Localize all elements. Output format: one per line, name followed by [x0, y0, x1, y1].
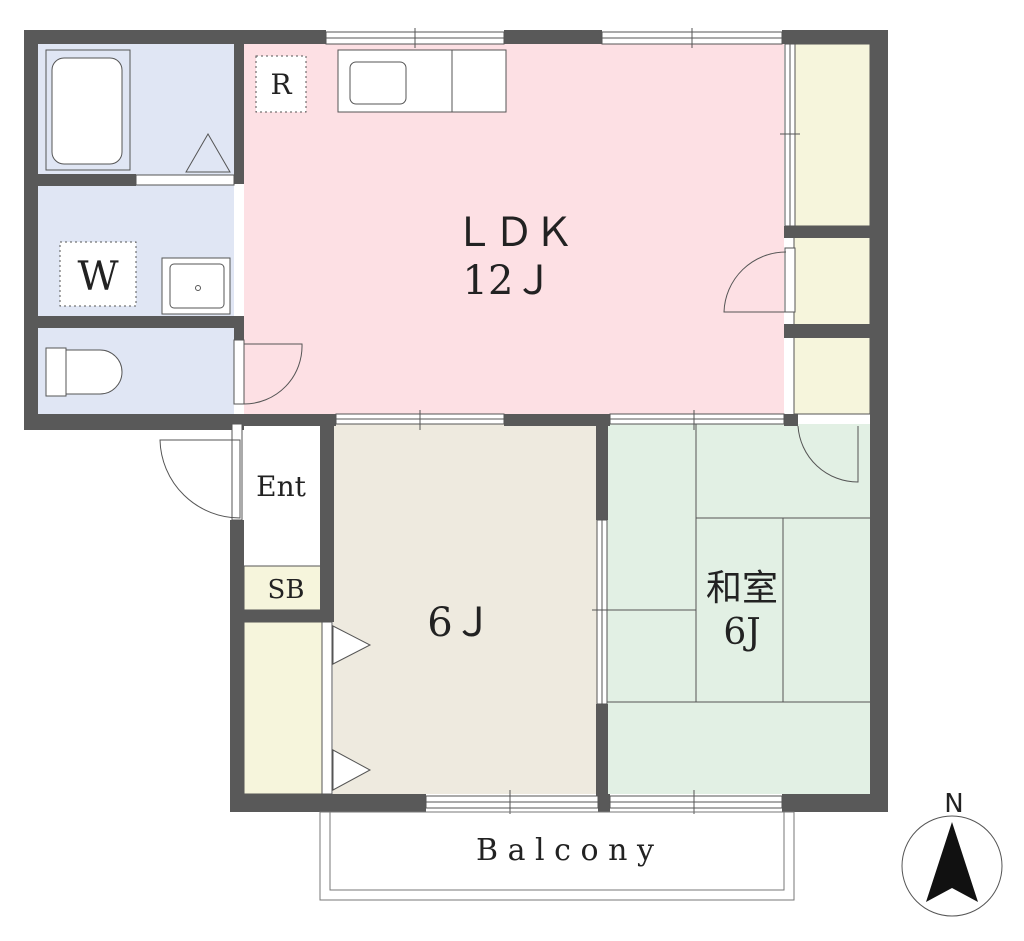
closet-west [243, 621, 323, 795]
windows [325, 28, 783, 814]
tatami-lines [607, 424, 870, 703]
closet-right-upper [793, 43, 871, 227]
closet-right-middle [793, 235, 871, 327]
shoe-box-label: SB [268, 575, 305, 605]
compass [901, 815, 1003, 917]
compass-north-label: N [944, 789, 963, 819]
drain-icon [185, 133, 231, 173]
bathtub [45, 49, 131, 171]
kitchen-counter [337, 49, 507, 113]
ldk-name: ＬＤＫ [454, 210, 574, 256]
fridge-label: R [270, 68, 292, 101]
western-room-size: 6Ｊ [427, 600, 492, 646]
toilet-fixture [45, 347, 123, 397]
swing-doors [159, 247, 859, 521]
balcony-label: B a l c o n y [476, 833, 654, 868]
walls [24, 30, 888, 812]
ldk-floor [244, 44, 784, 414]
western-room-floor [333, 424, 599, 794]
north-arrow-icon [926, 822, 978, 902]
ldk-size: 12Ｊ [463, 258, 554, 304]
japanese-room-name: 和室 [706, 568, 778, 609]
japanese-room-size: 6J [723, 612, 760, 653]
balcony [319, 811, 795, 901]
wash-basin [161, 257, 231, 315]
closet-right-lower [793, 335, 871, 415]
closet-door-marks [332, 625, 372, 791]
washer-label: W [77, 254, 118, 300]
sliding-doors [135, 43, 800, 795]
washer-space [59, 241, 137, 307]
entrance-floor [244, 424, 322, 566]
japanese-room-floor [607, 424, 870, 794]
fridge-space [255, 55, 307, 113]
entrance-label: Ent [256, 470, 306, 503]
